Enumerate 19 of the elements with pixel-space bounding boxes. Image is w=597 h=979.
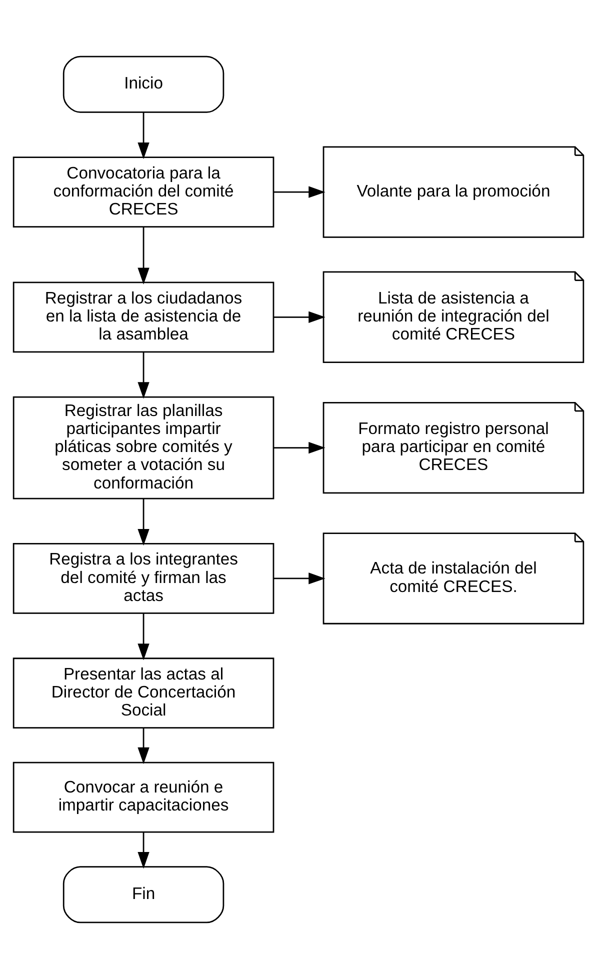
node-box: Fin bbox=[62, 866, 224, 924]
arrow bbox=[274, 311, 326, 323]
arrow bbox=[138, 832, 150, 869]
node-box: Presentar las actas al Director de Concertación Social bbox=[12, 658, 274, 729]
arrow bbox=[138, 498, 150, 546]
node-box: Convocar a reunión e impartir capacitaciones bbox=[12, 762, 274, 833]
arrow bbox=[138, 112, 150, 160]
arrow bbox=[138, 226, 150, 284]
arrow bbox=[138, 352, 150, 399]
arrow bbox=[274, 572, 326, 584]
node-box: Registrar las planillas participantes impartir pláticas sobre comités y someter a votación su conformación bbox=[12, 396, 274, 500]
arrow bbox=[274, 442, 326, 454]
arrow bbox=[138, 728, 150, 764]
node-box: Registrar a los ciudadanos en la lista de asistencia de la asamblea bbox=[12, 282, 274, 353]
node-box: Registra a los integrantes del comité y firman las actas bbox=[12, 543, 274, 614]
node-box: Convocatoria para la conformación del comité CRECES bbox=[12, 156, 274, 228]
arrow bbox=[274, 186, 326, 198]
node-box: Inicio bbox=[62, 56, 224, 113]
arrow bbox=[138, 613, 150, 660]
